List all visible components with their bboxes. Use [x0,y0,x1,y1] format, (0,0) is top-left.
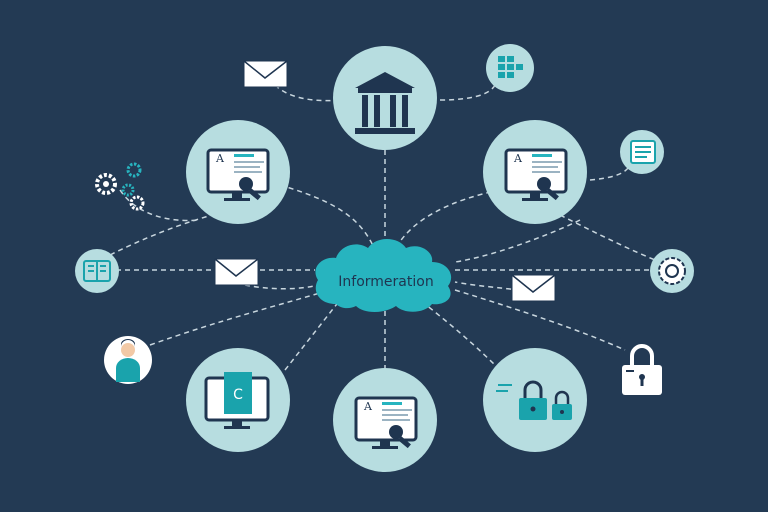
bank-icon [355,72,415,134]
settings-node[interactable] [650,249,694,293]
cloud-shape [315,239,452,312]
line-top-right [394,189,501,251]
line-user [149,289,331,346]
document-icon [630,140,656,164]
lock-node-bottom-right[interactable] [483,348,587,452]
cloud-hub[interactable]: Informeration [315,239,452,312]
svg-text:A: A [513,152,523,165]
monitor-c-icon: C [204,372,270,429]
svg-text:C: C [233,387,243,403]
document-node[interactable] [620,130,664,174]
padlock-standalone[interactable] [622,344,662,395]
settings-badge-icon [658,257,686,285]
bank-node[interactable] [333,46,437,150]
padlock-icon [622,344,662,395]
line-env-mr [454,281,521,291]
line-grid [439,84,496,101]
line-padlock [454,289,626,351]
monitor-node-bottom-center[interactable]: A [333,368,437,472]
grid-node[interactable] [486,44,534,92]
monitor-document-icon: A [354,396,418,449]
line-doc [589,164,631,181]
book-node[interactable] [75,249,119,293]
gears-icon [95,162,145,211]
grid-icon [498,56,523,78]
monitor-document-icon: A [504,148,568,201]
svg-text:A: A [215,152,225,165]
monitor-document-icon: A [206,148,270,201]
user-node[interactable] [104,336,152,384]
gears-cluster [95,162,145,211]
line-bottom-right [419,299,501,371]
line-env-ml [244,284,319,290]
monitor-node-bottom-left[interactable]: C [186,348,290,452]
user-avatar-icon [116,339,140,382]
line-right-settings [559,214,661,263]
monitor-node-top-right[interactable]: A [483,120,587,224]
envelope-top-left[interactable] [243,60,288,88]
svg-text:A: A [363,400,373,413]
envelope-middle-left[interactable] [214,258,259,286]
cloud-label: Informeration [338,274,433,290]
line-bottom-left [284,299,341,371]
book-icon [83,260,111,282]
line-top-left [279,184,376,251]
padlock-pair-icon [496,380,572,420]
envelope-middle-right[interactable] [511,274,556,302]
line-top-right-cloud [454,219,581,263]
monitor-node-top-left[interactable]: A [186,120,290,224]
